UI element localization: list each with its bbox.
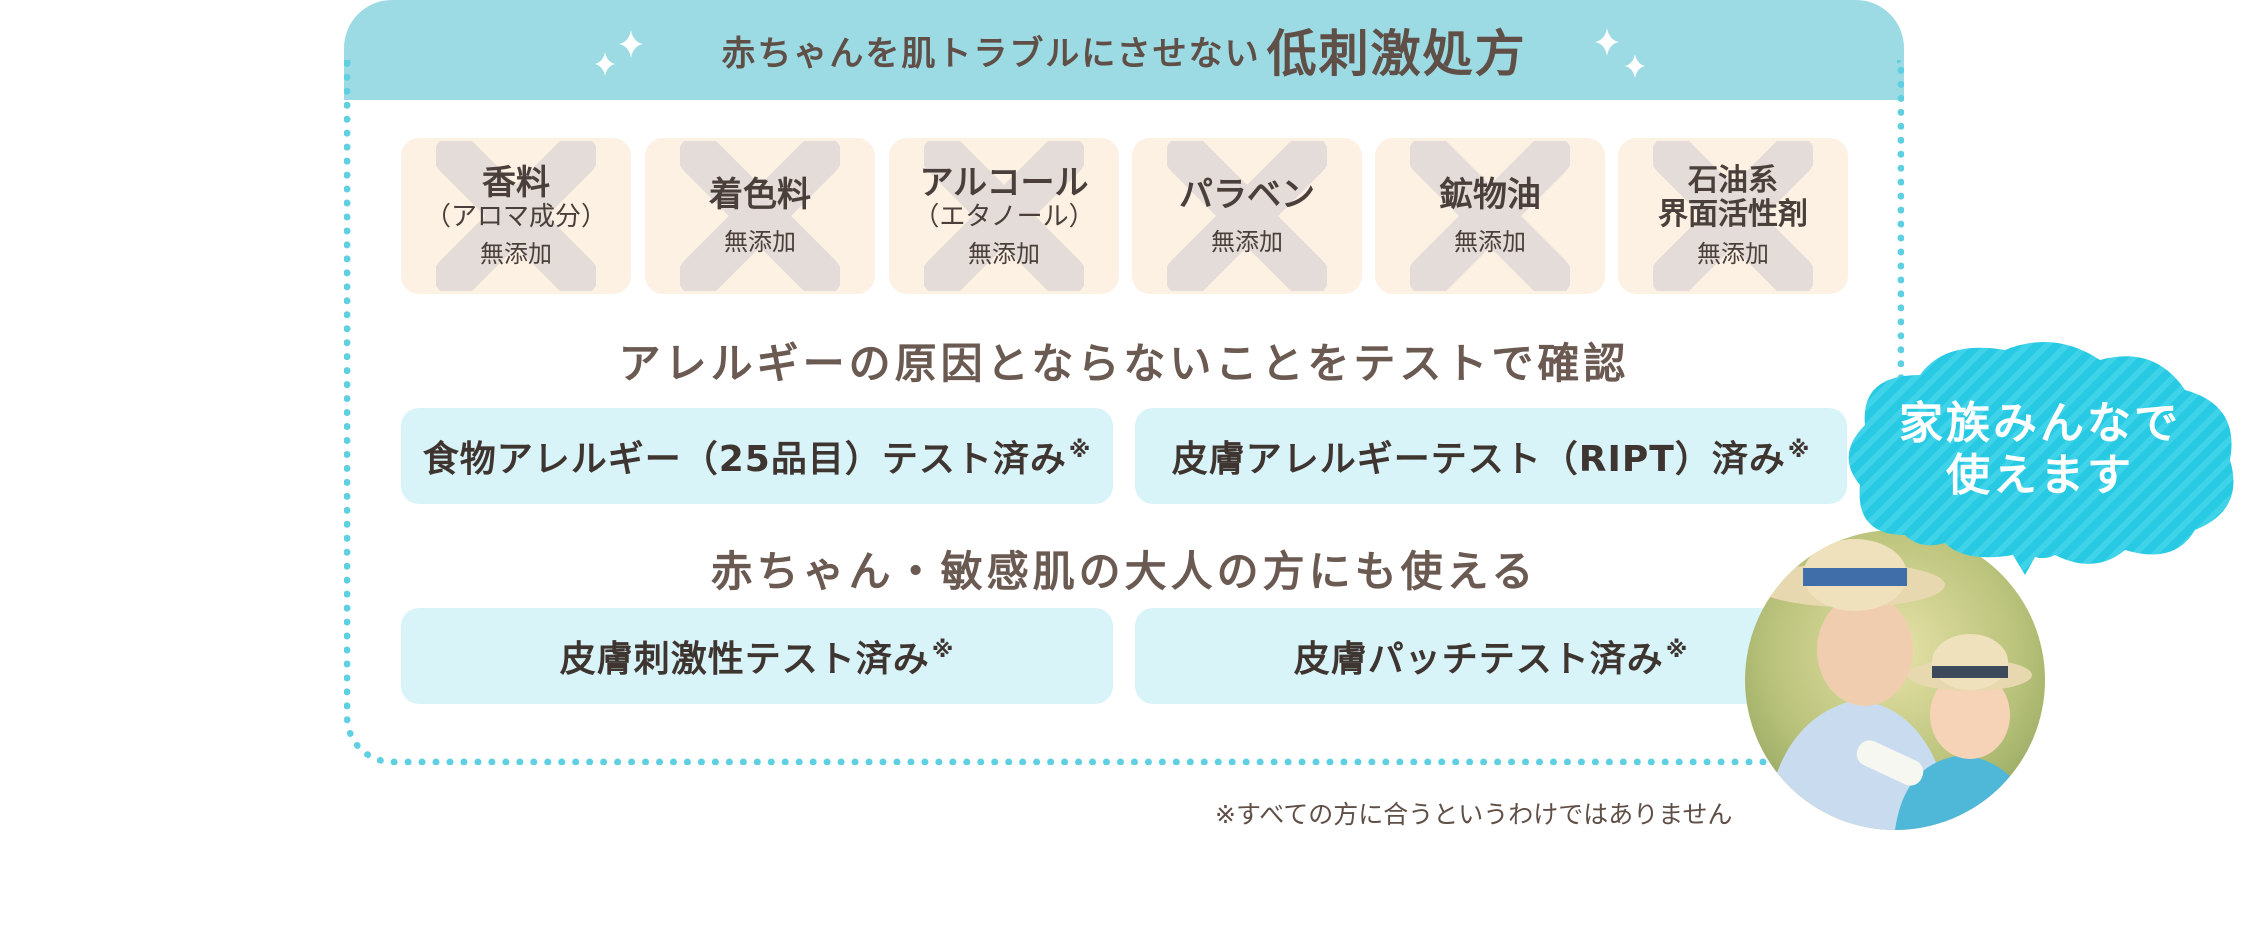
test-label: 皮膚アレルギーテスト（RIPT）済み <box>1171 439 1786 480</box>
additive-tag: 無添加 <box>968 239 1040 268</box>
cross-icon <box>1653 141 1813 291</box>
food-allergy-test: 食物アレルギー（25品目）テスト済み※ <box>401 408 1113 504</box>
additive-name: 石油系 界面活性剤 <box>1658 162 1808 232</box>
card-header: 赤ちゃんを肌トラブルにさせない 低刺激処方 <box>344 0 1904 100</box>
test-label: 皮膚パッチテスト済み <box>1293 639 1664 680</box>
footnote-mark: ※ <box>1665 637 1689 663</box>
family-photo-illustration <box>1745 530 2045 830</box>
additive-tag: 無添加 <box>1454 227 1526 256</box>
additive-tag: 無添加 <box>1697 239 1769 268</box>
additive-tag: 無添加 <box>480 239 552 268</box>
allergy-title: アレルギーの原因とならないことをテストで確認 <box>618 339 1630 388</box>
header-emphasis: 低刺激処方 <box>1266 25 1527 83</box>
additive-fragrance: 香料 （アロマ成分） 無添加 <box>401 138 631 294</box>
irritation-test: 皮膚刺激性テスト済み※ <box>401 608 1113 704</box>
additive-sub: （エタノール） <box>913 201 1095 232</box>
additive-tag: 無添加 <box>1211 227 1283 256</box>
test-label: 食物アレルギー（25品目）テスト済み <box>422 439 1067 480</box>
additive-colorant: 着色料 無添加 <box>645 138 875 294</box>
additive-mineral-oil: 鉱物油 無添加 <box>1375 138 1605 294</box>
header-lead: 赤ちゃんを肌トラブルにさせない <box>721 33 1261 74</box>
footnote: ※すべての方に合うというわけではありません <box>1215 800 1733 829</box>
sensitive-title: 赤ちゃん・敏感肌の大人の方にも使える <box>710 547 1538 596</box>
cross-icon <box>1410 141 1570 291</box>
cross-icon <box>1167 141 1327 291</box>
additive-name: 着色料 <box>709 174 811 215</box>
additive-name: 香料 <box>482 162 550 203</box>
cross-icon <box>924 141 1084 291</box>
bubble-text: 家族みんなで 使えます <box>1899 398 2181 501</box>
additive-paraben: パラベン 無添加 <box>1132 138 1362 294</box>
additive-surfactant: 石油系 界面活性剤 無添加 <box>1618 138 1848 294</box>
additive-tag: 無添加 <box>724 227 796 256</box>
footnote-mark: ※ <box>1787 437 1811 463</box>
sparkle-icon-right <box>1595 28 1645 78</box>
cross-icon <box>680 141 840 291</box>
patch-test: 皮膚パッチテスト済み※ <box>1135 608 1847 704</box>
sparkle-icon-left <box>595 30 643 76</box>
footnote-mark: ※ <box>931 637 955 663</box>
speech-bubble <box>1848 342 2234 575</box>
cross-icon <box>436 141 596 291</box>
additive-name: アルコール <box>919 162 1089 203</box>
family-photo <box>1745 530 2045 830</box>
footnote-mark: ※ <box>1068 437 1092 463</box>
additive-sub: （アロマ成分） <box>424 201 607 232</box>
skin-allergy-test: 皮膚アレルギーテスト（RIPT）済み※ <box>1135 408 1847 504</box>
additive-name: 鉱物油 <box>1439 174 1541 215</box>
additive-alcohol: アルコール （エタノール） 無添加 <box>889 138 1119 294</box>
test-label: 皮膚刺激性テスト済み <box>559 639 930 680</box>
additive-name: パラベン <box>1179 174 1315 215</box>
